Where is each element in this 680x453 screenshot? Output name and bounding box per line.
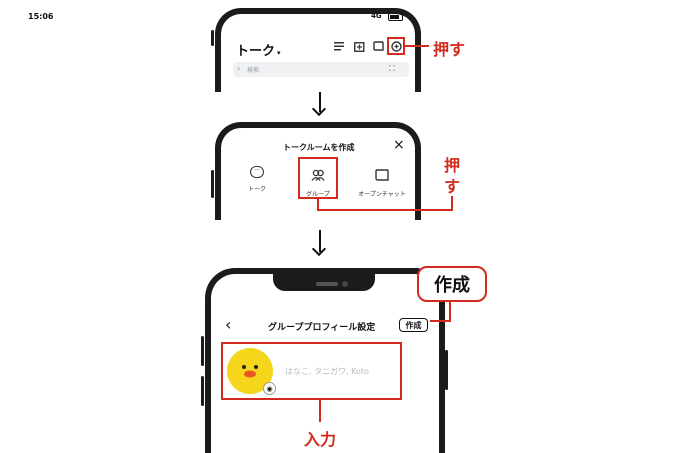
- side-button: [211, 30, 214, 46]
- highlight-input-area: [221, 342, 402, 400]
- pointer-line-1: [405, 45, 429, 47]
- close-icon[interactable]: ×: [393, 137, 405, 153]
- phone-frame-1: [215, 8, 421, 92]
- phone-notch: [273, 268, 375, 291]
- openchat-icon: [375, 169, 389, 181]
- arrow-down-2: [319, 230, 321, 252]
- new-chat-icon[interactable]: [390, 40, 402, 52]
- page-title: トーク▾: [236, 40, 281, 59]
- annotation-push-1: 押す: [433, 40, 466, 59]
- pointer-line-3b: [430, 320, 451, 322]
- group-icon: [311, 169, 325, 181]
- page-title-text: トーク: [236, 44, 276, 59]
- option-talk-label: トーク: [247, 186, 266, 193]
- title-caret-icon[interactable]: ▾: [277, 49, 281, 57]
- side-button: [211, 170, 214, 198]
- group-name-input[interactable]: はなこ, タニガワ, Koto: [285, 367, 369, 376]
- pointer-line-4: [319, 400, 321, 422]
- scan-icon[interactable]: ⛶: [389, 64, 395, 73]
- option-openchat-label: オープンチャット: [358, 191, 406, 198]
- modal-title: トークルームを作成: [283, 143, 355, 152]
- screen-title: グループプロフィール設定: [268, 323, 376, 333]
- annotation-create-callout: 作成: [417, 266, 487, 302]
- annotation-input: 入力: [304, 430, 337, 449]
- battery-icon: [388, 13, 403, 21]
- menu-icon[interactable]: [333, 40, 345, 52]
- search-icon: ⌕: [237, 65, 241, 73]
- arrow-down-1: [319, 92, 321, 112]
- pointer-line-3a: [449, 302, 451, 322]
- option-talk[interactable]: ··· トーク: [246, 166, 268, 193]
- duck-avatar-icon: [242, 365, 258, 378]
- option-openchat[interactable]: オープンチャット: [357, 166, 407, 198]
- talk-icon: ···: [250, 166, 264, 178]
- note-icon[interactable]: [353, 40, 365, 52]
- search-placeholder: 検索: [247, 67, 260, 74]
- side-button: [201, 336, 204, 366]
- annotation-push-2a: 押: [444, 156, 461, 175]
- status-network: 4G: [371, 12, 382, 20]
- pointer-line-2b: [317, 209, 453, 211]
- speaker-grille: [316, 282, 338, 286]
- highlight-group: [298, 157, 338, 199]
- front-camera: [342, 281, 348, 287]
- option-group[interactable]: グループ: [301, 166, 335, 198]
- side-button: [445, 350, 448, 390]
- side-button: [201, 376, 204, 406]
- option-group-label: グループ: [306, 191, 330, 198]
- pointer-line-2a: [317, 199, 319, 211]
- search-input[interactable]: ⌕ 検索 ⛶: [233, 62, 409, 77]
- annotation-push-2b: す: [444, 177, 461, 196]
- status-time: 15:06: [28, 12, 54, 21]
- highlight-new-chat: [387, 37, 405, 55]
- camera-icon[interactable]: ◉: [263, 382, 276, 395]
- back-icon[interactable]: ‹: [225, 315, 232, 334]
- chat-icon[interactable]: [372, 40, 384, 52]
- pointer-line-2c: [451, 196, 453, 211]
- create-button[interactable]: 作成: [399, 318, 428, 332]
